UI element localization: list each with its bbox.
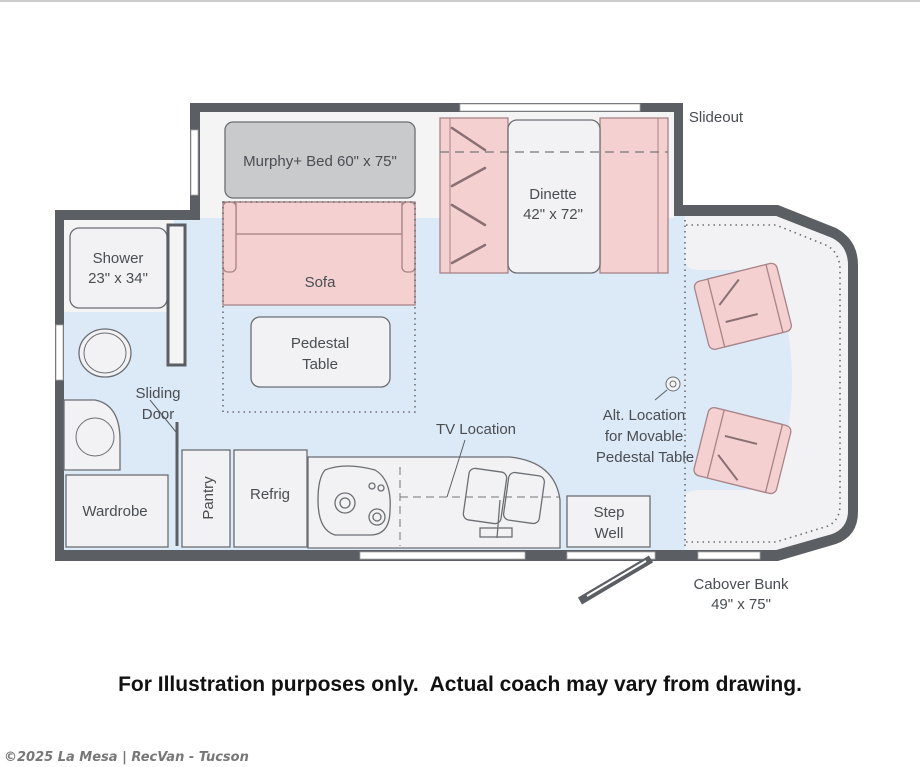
pantry [181, 449, 231, 548]
alt-location-label-1: Alt. Location [603, 407, 686, 424]
driver-seat [693, 406, 792, 495]
tv-leader-line [446, 439, 466, 498]
shower-label-2: 23" x 34" [88, 270, 148, 287]
alt-location-label-2: for Movable [605, 428, 683, 445]
pedestal-table-label-2: Table [302, 356, 338, 373]
slideout-label: Slideout [689, 109, 744, 126]
murphy-bed [224, 121, 416, 199]
wardrobe [65, 474, 169, 548]
sofa-bed-outline [222, 201, 416, 413]
wardrobe-label: Wardrobe [82, 503, 147, 520]
shower [69, 227, 168, 309]
kitchen-sink [462, 467, 546, 539]
murphy-bed-label: Murphy+ Bed 60" x 75" [243, 153, 397, 170]
cabover-bunk-label-1: Cabover Bunk [693, 576, 789, 593]
stove [317, 465, 391, 536]
sliding-door-label-1: Sliding [135, 385, 180, 402]
dinette [439, 117, 669, 274]
dinette-label-1: Dinette [529, 186, 577, 203]
galley-counter [307, 456, 561, 549]
pedestal-table [250, 316, 391, 388]
toilet [78, 328, 132, 378]
pedestal-table-label-1: Pedestal [291, 335, 349, 352]
refrigerator [233, 449, 308, 548]
alt-location-label-3: Pedestal Table [596, 449, 694, 466]
passenger-seat [693, 262, 792, 350]
disclaimer-caption: For Illustration purposes only. Actual c… [118, 673, 802, 696]
sofa-label: Sofa [305, 274, 337, 291]
shower-label-1: Shower [93, 250, 144, 267]
step-well-label-1: Step [594, 504, 625, 521]
dinette-label-2: 42" x 72" [523, 206, 583, 223]
step-well [566, 495, 651, 548]
bathroom-sink [63, 399, 121, 471]
sliding-door-label-2: Door [142, 406, 175, 423]
alt-table-mount [665, 376, 681, 392]
windows [55, 103, 761, 560]
sofa [222, 201, 416, 306]
tv-location-label: TV Location [436, 421, 516, 438]
bath-partition [166, 223, 187, 367]
refrig-label: Refrig [250, 486, 290, 503]
cabover-bunk-outline [686, 224, 841, 543]
pantry-label: Pantry [200, 476, 217, 520]
cabover-area [685, 216, 848, 550]
step-well-label-2: Well [595, 525, 624, 542]
cabover-bunk-label-2: 49" x 75" [711, 596, 771, 613]
watermark: ©2025 La Mesa | RecVan - Tucson [4, 750, 249, 765]
